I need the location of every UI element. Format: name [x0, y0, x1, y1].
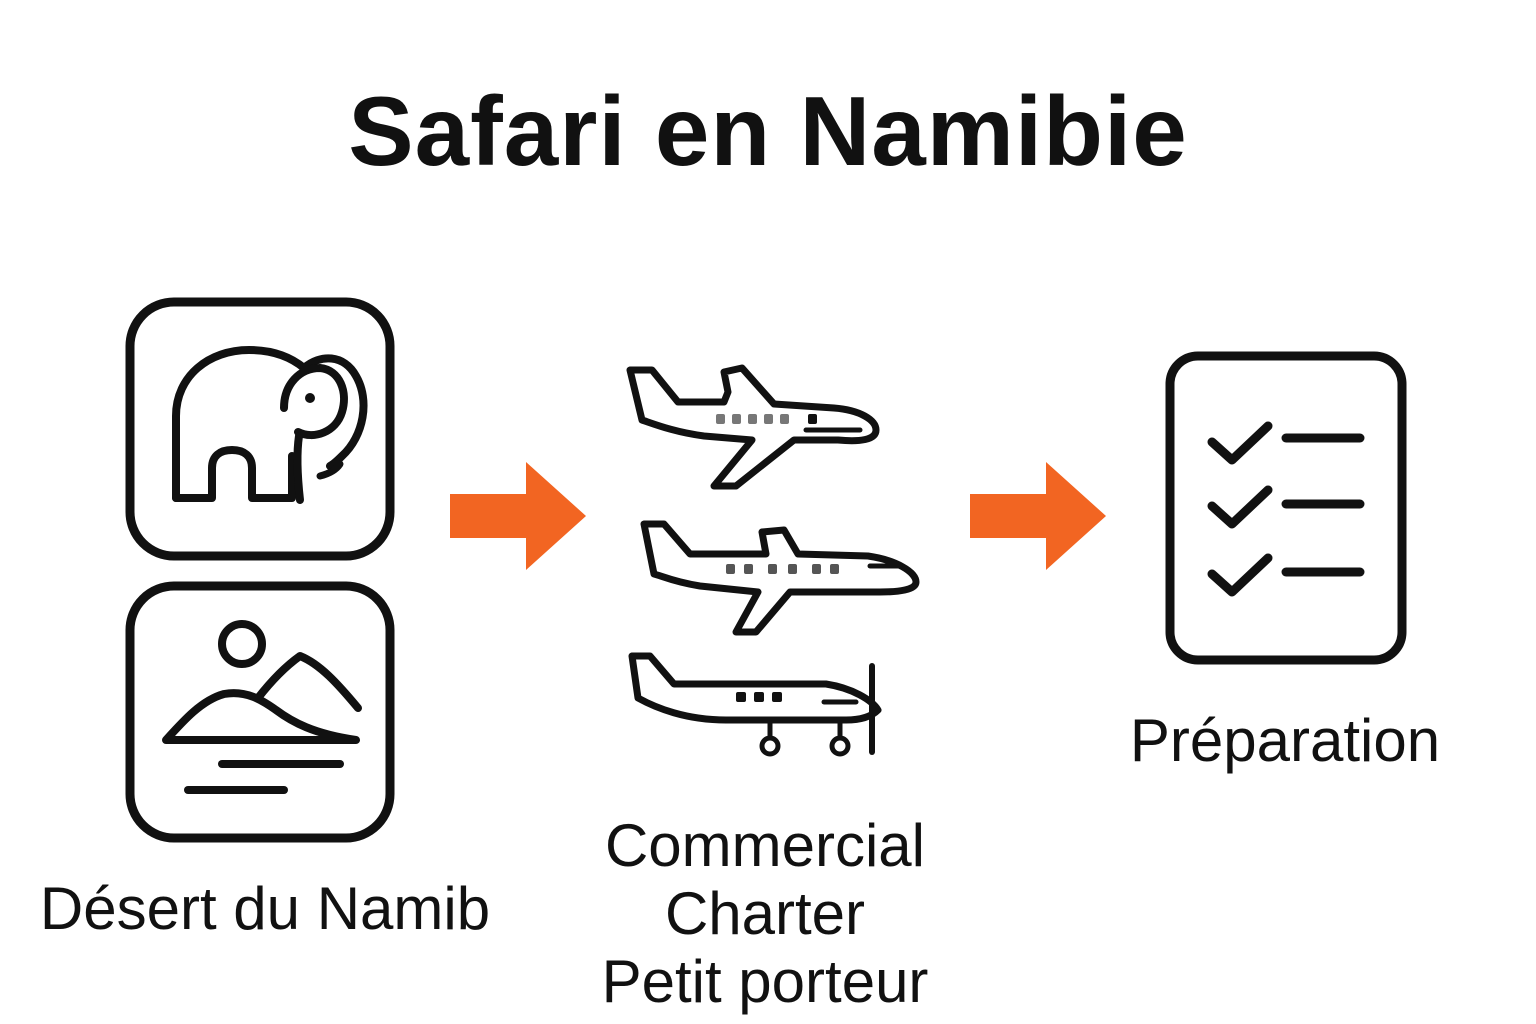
flight-option-charter: Charter: [664, 880, 866, 947]
step-label-desert: Désert du Namib: [39, 875, 491, 942]
diagram-title: Safari en Namibie: [348, 76, 1188, 186]
checklist-icon: [1164, 350, 1408, 666]
flight-option-commercial: Commercial: [604, 812, 926, 879]
private-jet-icon: [640, 520, 922, 641]
propeller-plane-icon: [626, 650, 888, 771]
jet-plane-icon: [624, 362, 882, 497]
elephant-icon: [124, 296, 396, 562]
step-label-preparation: Préparation: [1129, 707, 1441, 774]
flight-option-petit-porteur: Petit porteur: [601, 948, 929, 1015]
desert-landscape-icon: [124, 580, 396, 844]
flight-options-list: Commercial Charter Petit porteur: [560, 812, 970, 1016]
arrow-right-icon: [970, 462, 1106, 575]
arrow-right-icon: [450, 462, 586, 575]
